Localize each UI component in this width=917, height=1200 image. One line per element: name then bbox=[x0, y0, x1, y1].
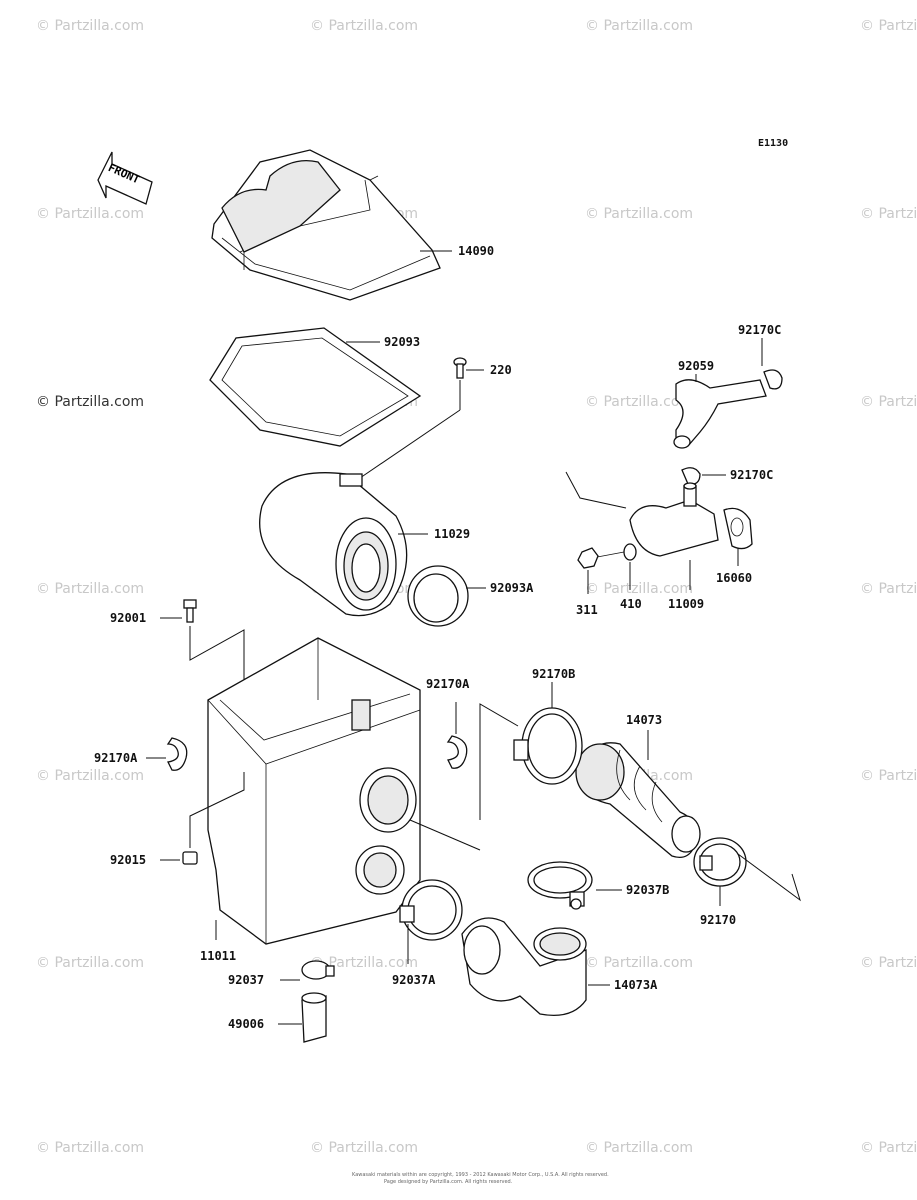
watermark: © Partzilla.com bbox=[36, 1140, 144, 1156]
hex-nut bbox=[577, 547, 599, 569]
watermark: © Partzilla.com bbox=[585, 394, 693, 410]
part-label-92170C-top: 92170C bbox=[738, 323, 781, 337]
hose-clamp-boot-b bbox=[513, 707, 583, 785]
watermark: © Partzilla.com bbox=[860, 1140, 917, 1156]
clip-left bbox=[166, 737, 188, 771]
watermark: © Partzilla.com bbox=[36, 394, 144, 410]
breather-hose bbox=[673, 379, 767, 449]
watermark: © Partzilla.com bbox=[585, 206, 693, 222]
watermark: © Partzilla.com bbox=[860, 206, 917, 222]
screw bbox=[453, 357, 467, 379]
part-label-92037A: 92037A bbox=[392, 973, 436, 987]
copyright-line: Kawasaki materials within are copyright,… bbox=[352, 1172, 609, 1178]
part-label-92037: 92037 bbox=[228, 973, 264, 987]
watermark: © Partzilla.com bbox=[585, 18, 693, 34]
air-cleaner-case bbox=[207, 637, 421, 945]
watermark: © Partzilla.com bbox=[36, 581, 144, 597]
watermark: © Partzilla.com bbox=[860, 955, 917, 971]
part-label-92093A: 92093A bbox=[490, 581, 534, 595]
hose-clamp-boot bbox=[693, 837, 747, 887]
part-label-92059: 92059 bbox=[678, 359, 714, 373]
hose-clamp-a bbox=[399, 879, 463, 941]
part-label-14073: 14073 bbox=[626, 713, 662, 727]
watermark: © Partzilla.com bbox=[860, 394, 917, 410]
watermark: © Partzilla.com bbox=[860, 18, 917, 34]
cover-gasket bbox=[209, 327, 422, 447]
watermark: © Partzilla.com bbox=[585, 581, 693, 597]
breather-fitting bbox=[629, 482, 719, 557]
watermark: © Partzilla.com bbox=[860, 581, 917, 597]
copyright-line-2: Page designed by Partzilla.com. All righ… bbox=[384, 1179, 513, 1185]
air-filter-element bbox=[259, 472, 408, 617]
clip-bottom bbox=[681, 467, 701, 485]
part-label-11009: 16060 bbox=[716, 571, 752, 585]
watermark: © Partzilla.com bbox=[36, 206, 144, 222]
air-cleaner-cover bbox=[211, 149, 441, 301]
watermark: © Partzilla.com bbox=[585, 955, 693, 971]
diagram-code: E1130 bbox=[758, 138, 788, 149]
part-label-92170A-left: 92170A bbox=[94, 751, 138, 765]
front-arrow-icon: FRONT bbox=[97, 151, 153, 205]
watermark: © Partzilla.com bbox=[310, 955, 418, 971]
part-label-92015: 92015 bbox=[110, 853, 146, 867]
part-label-92170: 92170 bbox=[700, 913, 736, 927]
watermark: © Partzilla.com bbox=[310, 1140, 418, 1156]
inlet-duct-lower bbox=[461, 917, 587, 1017]
inlet-boot bbox=[575, 742, 701, 859]
watermark: © Partzilla.com bbox=[36, 768, 144, 784]
part-label-11029: 11029 bbox=[434, 527, 470, 541]
hose-clamp-small bbox=[301, 960, 335, 980]
part-label-92170B: 92170B bbox=[532, 667, 575, 681]
drain-tube bbox=[301, 992, 327, 1043]
washer bbox=[623, 543, 637, 561]
clip-top bbox=[763, 369, 783, 390]
bolt bbox=[183, 599, 197, 623]
part-label-14073A: 14073A bbox=[614, 978, 658, 992]
part-label-49006: 49006 bbox=[228, 1017, 264, 1031]
part-label-92037B: 92037B bbox=[626, 883, 669, 897]
part-label-92170C-bottom: 92170C bbox=[730, 468, 773, 482]
part-label-311: 311 bbox=[576, 603, 598, 617]
part-label-410: 410 bbox=[620, 597, 642, 611]
part-label-92001: 92001 bbox=[110, 611, 146, 625]
part-label-220: 220 bbox=[490, 363, 512, 377]
element-seal bbox=[407, 565, 469, 627]
part-label-92093: 92093 bbox=[384, 335, 420, 349]
nut bbox=[182, 851, 198, 865]
watermark: © Partzilla.com bbox=[585, 1140, 693, 1156]
watermark: © Partzilla.com bbox=[860, 768, 917, 784]
part-label-14090: 14090 bbox=[458, 244, 494, 258]
clip-right bbox=[446, 735, 468, 769]
fitting-gasket bbox=[723, 507, 753, 550]
hose-clamp-b bbox=[527, 861, 593, 910]
part-label-92170A-right: 92170A bbox=[426, 677, 470, 691]
watermark: © Partzilla.com bbox=[310, 18, 418, 34]
watermark: © Partzilla.com bbox=[36, 955, 144, 971]
part-label-16060: 11009 bbox=[668, 597, 704, 611]
part-label-11011: 11011 bbox=[200, 949, 236, 963]
watermark: © Partzilla.com bbox=[36, 18, 144, 34]
